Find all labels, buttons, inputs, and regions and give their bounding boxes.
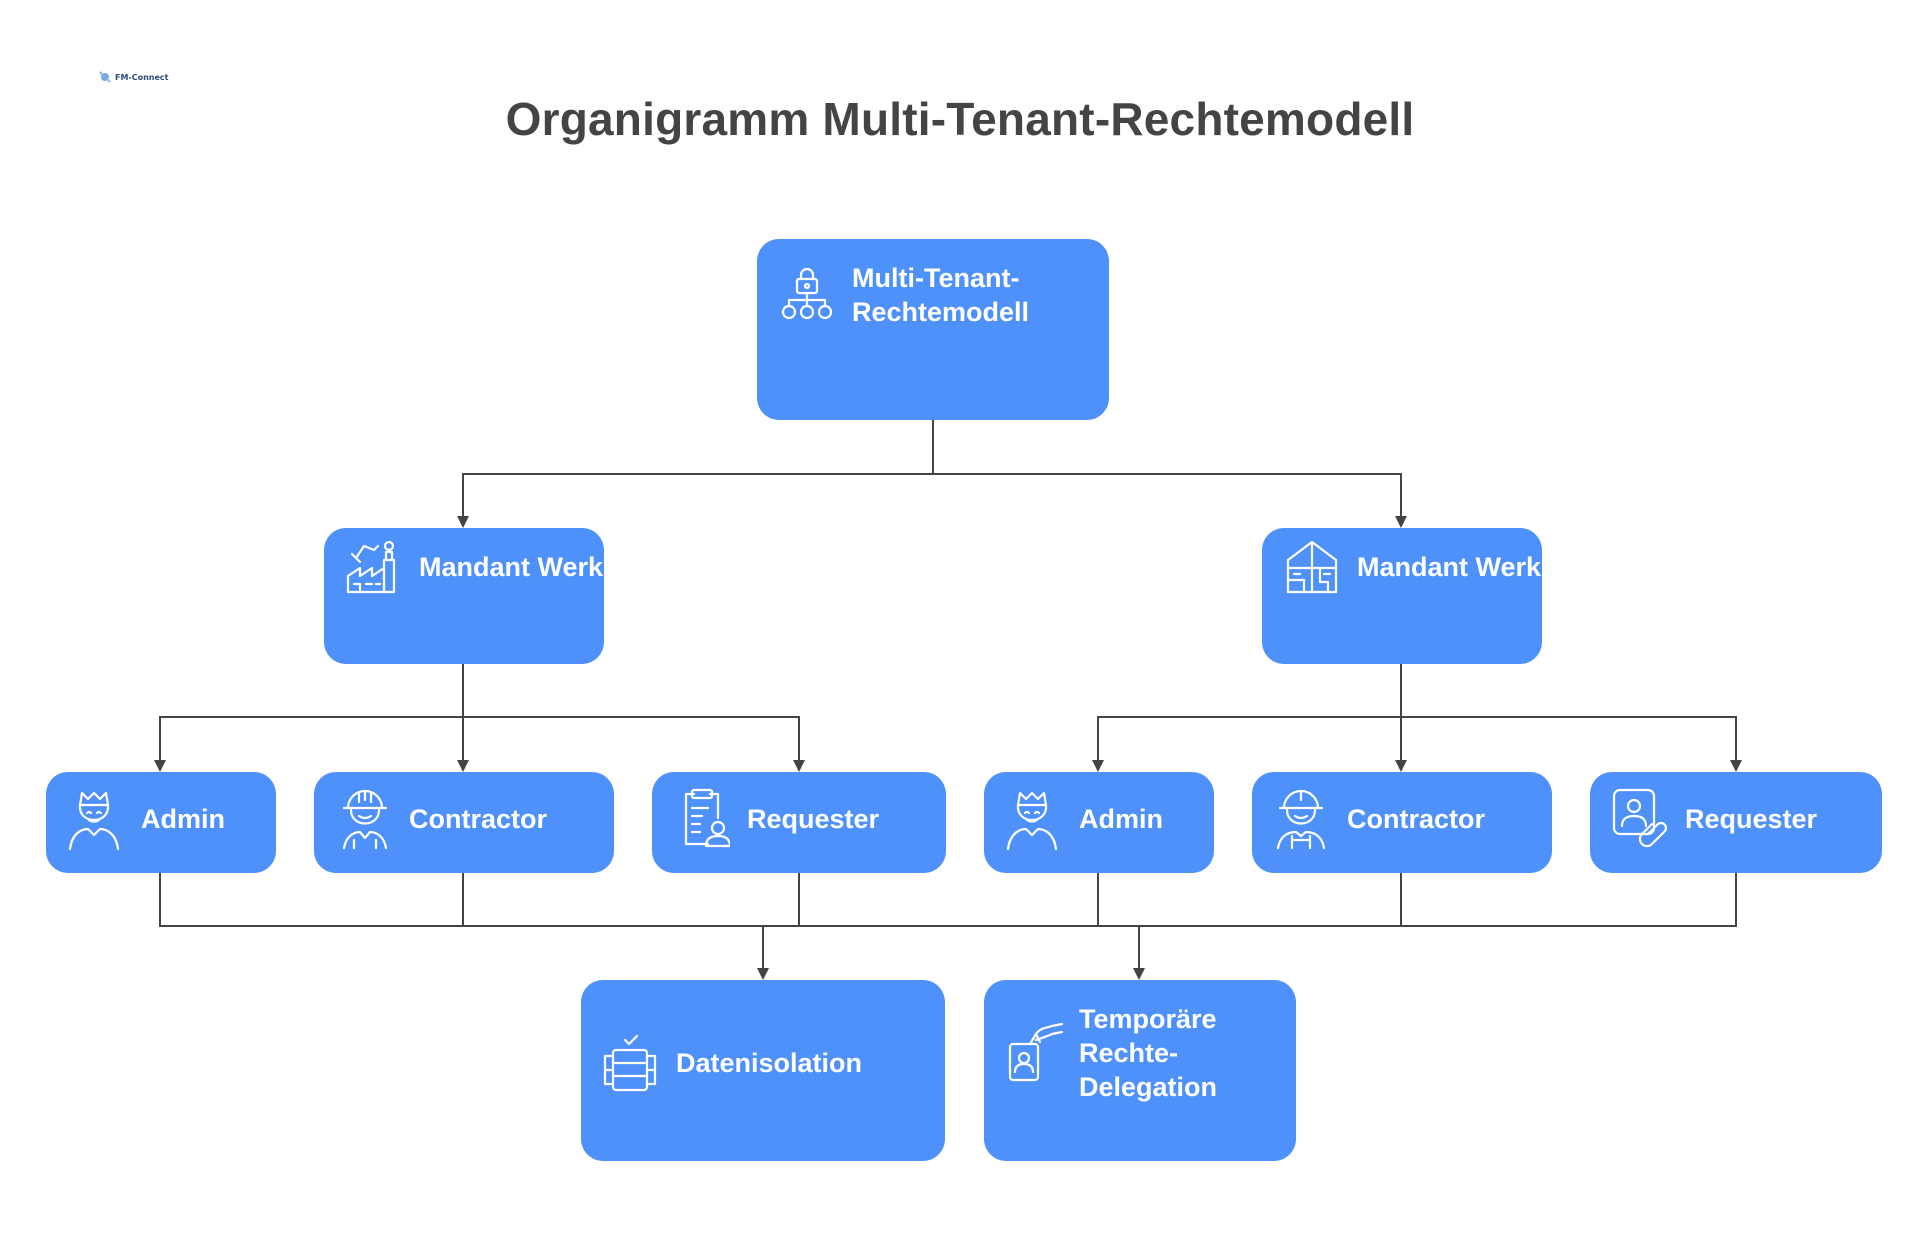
clipboard-user-icon bbox=[674, 788, 730, 848]
node-a-contractor-label: Contractor bbox=[409, 804, 548, 834]
factory-icon bbox=[344, 538, 402, 596]
node-b-requester: Requester bbox=[1590, 772, 1882, 873]
arrowhead bbox=[757, 968, 769, 980]
page-title: Organigramm Multi-Tenant-Rechtemodell bbox=[505, 93, 1415, 145]
connector-tenant-a-to-roles bbox=[159, 664, 800, 770]
connector-root-to-tenants bbox=[462, 420, 1402, 526]
node-b-requester-label: Requester bbox=[1685, 804, 1818, 834]
hand-id-card-icon bbox=[1006, 1022, 1064, 1084]
node-a-admin-label: Admin bbox=[141, 804, 225, 834]
node-b-contractor: Contractor bbox=[1252, 772, 1552, 873]
arrowhead bbox=[1395, 516, 1407, 528]
arrowhead bbox=[1395, 760, 1407, 772]
node-b-admin-label: Admin bbox=[1079, 804, 1163, 834]
node-b-contractor-label: Contractor bbox=[1347, 804, 1486, 834]
connector-roles-to-bus bbox=[159, 873, 1737, 927]
arrowhead bbox=[1092, 760, 1104, 772]
worker-helmet-icon bbox=[1274, 786, 1328, 850]
node-a-contractor: Contractor bbox=[314, 772, 614, 873]
user-card-link-icon bbox=[1610, 786, 1668, 848]
node-a-requester-label: Requester bbox=[747, 804, 880, 834]
node-tenant-a-label: Mandant Werk bbox=[419, 552, 604, 582]
node-isolation-label: Datenisolation bbox=[676, 1048, 863, 1078]
king-avatar-icon bbox=[66, 789, 122, 851]
node-a-requester: Requester bbox=[652, 772, 946, 873]
brand-logo: FM-Connect bbox=[98, 70, 169, 84]
node-delegation: Temporäre Rechte-Delegation bbox=[984, 980, 1296, 1161]
worker-helmet-icon bbox=[340, 786, 390, 850]
logo-text: FM-Connect bbox=[115, 72, 169, 82]
database-check-icon bbox=[601, 1034, 659, 1092]
node-a-admin: Admin bbox=[46, 772, 276, 873]
floorplan-house-icon bbox=[1284, 538, 1340, 596]
arrowhead bbox=[793, 760, 805, 772]
arrowhead bbox=[154, 760, 166, 772]
node-b-admin: Admin bbox=[984, 772, 1214, 873]
connector-tenant-b-to-roles bbox=[1097, 664, 1737, 770]
arrowhead bbox=[457, 760, 469, 772]
hierarchy-lock-icon bbox=[779, 267, 835, 323]
arrowhead bbox=[1730, 760, 1742, 772]
node-root-label: Multi-Tenant-Rechtemodell bbox=[852, 263, 1030, 327]
node-delegation-label: Temporäre Rechte-Delegation bbox=[1079, 1004, 1218, 1102]
arrowhead bbox=[1133, 968, 1145, 980]
node-tenant-b: Mandant Werk bbox=[1262, 528, 1542, 664]
node-tenant-b-label: Mandant Werk bbox=[1357, 552, 1542, 582]
node-isolation: Datenisolation bbox=[581, 980, 945, 1161]
arrowhead bbox=[457, 516, 469, 528]
logo-splash-icon bbox=[99, 71, 111, 83]
node-root: Multi-Tenant-Rechtemodell bbox=[757, 239, 1109, 420]
node-tenant-a: Mandant Werk bbox=[324, 528, 604, 664]
king-avatar-icon bbox=[1004, 789, 1060, 851]
